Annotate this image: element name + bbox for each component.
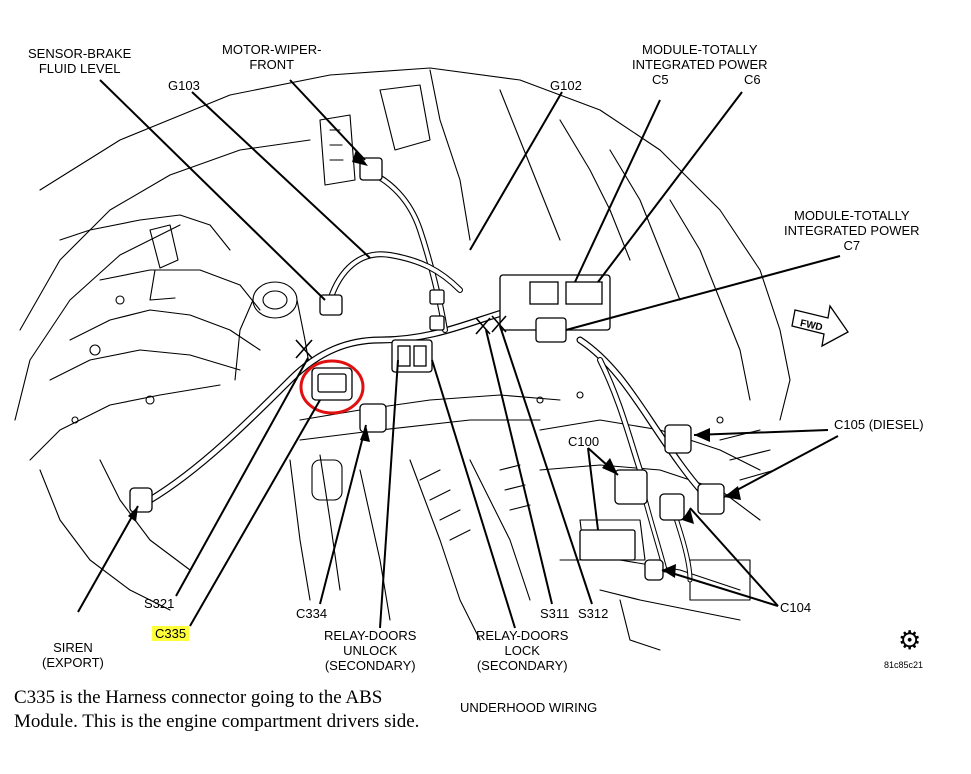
connectors bbox=[129, 157, 725, 581]
c104-connector-upper bbox=[659, 493, 685, 521]
label-g102: G102 bbox=[550, 78, 582, 93]
arrowheads bbox=[128, 150, 741, 578]
s311-splice bbox=[475, 317, 491, 335]
siren-connector bbox=[129, 487, 153, 513]
label-c105: C105 (DIESEL) bbox=[834, 417, 924, 432]
label-c5: C5 bbox=[652, 72, 669, 87]
label-c6: C6 bbox=[744, 72, 761, 87]
wiring-harness bbox=[146, 167, 714, 583]
figure-code: 81c85c21 bbox=[884, 660, 924, 670]
label-module-tipm-c7: MODULE-TOTALLY INTEGRATED POWER C7 bbox=[784, 208, 920, 253]
s312-splice bbox=[491, 315, 507, 333]
c100-bracket bbox=[579, 529, 636, 561]
brake-fluid-connector bbox=[319, 294, 343, 316]
label-s312: S312 bbox=[578, 606, 609, 621]
c7-connector bbox=[535, 317, 567, 343]
leader-lines bbox=[77, 79, 841, 629]
label-s321: S321 bbox=[144, 596, 175, 611]
fwd-arrow: FWD bbox=[791, 304, 849, 348]
c335-highlight: C335 bbox=[152, 626, 190, 641]
label-relay-doors-lock: RELAY-DOORS LOCK (SECONDARY) bbox=[476, 628, 569, 673]
label-motor-wiper: MOTOR-WIPER- FRONT bbox=[222, 42, 322, 72]
label-sensor-brake: SENSOR-BRAKE FLUID LEVEL bbox=[28, 46, 132, 76]
gear-icon: ⚙ bbox=[898, 625, 922, 655]
c334-connector bbox=[359, 403, 387, 433]
fwd-label: FWD bbox=[799, 318, 824, 333]
label-c104: C104 bbox=[780, 600, 812, 615]
c105-connector-upper bbox=[664, 424, 692, 454]
label-c334: C334 bbox=[296, 606, 328, 621]
c335-highlight-circle bbox=[299, 359, 365, 415]
s321-splice bbox=[295, 339, 313, 359]
label-g103: G103 bbox=[168, 78, 200, 93]
c104-connector-lower bbox=[644, 559, 664, 581]
c100-connector bbox=[614, 469, 648, 505]
label-c335: C335 bbox=[152, 626, 190, 641]
label-s311: S311 bbox=[540, 606, 570, 621]
c105-connector-lower bbox=[697, 483, 725, 515]
splice-marks bbox=[295, 315, 507, 359]
label-c100: C100 bbox=[568, 434, 600, 449]
engine-compartment-drawing bbox=[14, 67, 791, 651]
label-relay-doors-unlock: RELAY-DOORS UNLOCK (SECONDARY) bbox=[324, 628, 417, 673]
label-siren: SIREN (EXPORT) bbox=[42, 640, 104, 670]
caption-text: C335 is the Harness connector going to t… bbox=[14, 687, 420, 732]
diagram-title: UNDERHOOD WIRING bbox=[460, 700, 598, 715]
label-module-tipm-c5-c6: MODULE-TOTALLY INTEGRATED POWER bbox=[632, 42, 768, 72]
